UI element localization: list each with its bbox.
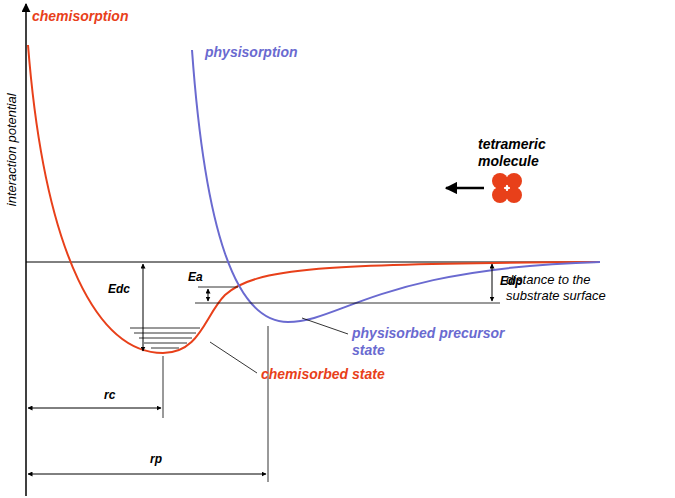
distance-symbol: rp [150,452,162,466]
rc-arrow [28,408,161,409]
state-label: physisorbed precursor state [352,325,532,359]
barrier-level [198,287,238,288]
rp-arrow [28,474,266,475]
label-anchor: Ea [188,270,203,284]
label-anchor: tetrameric molecule [478,136,573,170]
tetrameric-molecule [492,173,522,203]
ea-arrow [208,289,209,301]
label-anchor: rp [150,452,162,466]
curve-label: physisorption [205,44,298,61]
edp-arrow [492,264,493,301]
axis-label: distance to the substrate surface [506,272,646,303]
label-anchor: Edc [108,282,130,296]
molecule-label: tetrameric molecule [478,136,573,170]
rc-tick [163,356,164,418]
label-anchor: physisorption [205,44,298,61]
energy-symbol: Edc [108,282,130,296]
vibrational-levels [130,328,200,348]
distance-symbol: rc [104,388,115,402]
y-axis [25,4,27,496]
edc-arrow [143,264,144,351]
approach-arrow [446,187,484,190]
state-label: chemisorbed state [261,366,385,383]
leader-line [210,342,257,373]
energy-symbol: Edp [500,274,523,288]
label-anchor: physisorbed precursor state [352,325,532,359]
leader-line [302,318,348,334]
label-anchor: chemisorbed state [261,366,385,383]
rp-tick [268,326,269,482]
label-anchor: Edp [500,274,523,288]
energy-symbol: Ea [188,270,203,284]
label-anchor: chemisorption [32,8,128,25]
chemisorption-curve [28,45,600,353]
label-anchor: rc [104,388,115,402]
label-anchor: distance to the substrate surface [506,272,646,303]
curve-label: chemisorption [32,8,128,25]
label-anchor: interaction potential [4,80,20,220]
axis-label: interaction potential [4,80,20,220]
precursor-level [195,303,500,304]
